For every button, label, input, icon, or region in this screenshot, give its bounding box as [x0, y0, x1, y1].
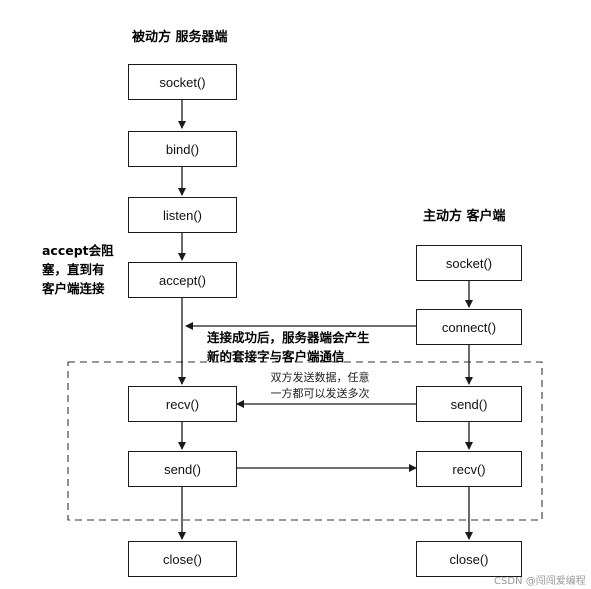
client-recv-box: recv(): [416, 451, 522, 487]
client-header: 主动方 客户端: [423, 209, 506, 224]
server-bind-box: bind(): [128, 131, 237, 167]
bidirectional-note-line: 一方都可以发送多次: [270, 387, 370, 400]
accept-block-note-line: 塞，直到有: [42, 262, 105, 277]
accept-block-note: accept会阻 塞，直到有 客户端连接: [42, 241, 122, 298]
accept-block-note-line: 客户端连接: [42, 281, 105, 296]
server-accept-box: accept(): [128, 262, 237, 298]
bidirectional-note: 双方发送数据，任意 一方都可以发送多次: [260, 370, 380, 402]
accept-block-note-line: accept会阻: [42, 243, 114, 258]
client-send-box: send(): [416, 386, 522, 422]
client-socket-box: socket(): [416, 245, 522, 281]
watermark: CSDN @闯闯爱编程: [494, 576, 586, 587]
client-close-box: close(): [416, 541, 522, 577]
communication-region: [67, 361, 543, 521]
client-connect-box: connect(): [416, 309, 522, 345]
server-listen-box: listen(): [128, 197, 237, 233]
connect-success-note-line: 连接成功后，服务器端会产生: [207, 330, 370, 345]
connect-success-note-line: 新的套接字与客户端通信: [207, 349, 345, 364]
server-close-box: close(): [128, 541, 237, 577]
connect-success-note: 连接成功后，服务器端会产生 新的套接字与客户端通信: [207, 328, 412, 366]
server-recv-box: recv(): [128, 386, 237, 422]
server-header: 被动方 服务器端: [132, 30, 228, 45]
server-send-box: send(): [128, 451, 237, 487]
bidirectional-note-line: 双方发送数据，任意: [270, 371, 370, 384]
server-socket-box: socket(): [128, 64, 237, 100]
